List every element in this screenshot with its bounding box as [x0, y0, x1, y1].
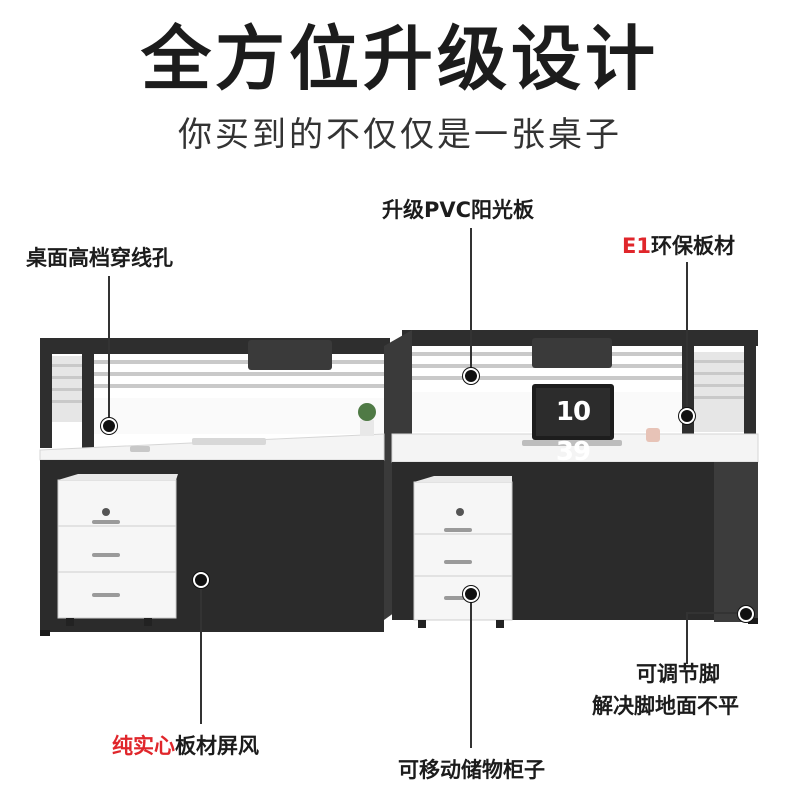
callout-dot-top-left	[101, 418, 117, 434]
callout-bottom-left: 纯实心板材屏风	[112, 732, 259, 760]
callout-bottom-left-rest: 板材屏风	[175, 734, 259, 758]
callout-line-top-center	[470, 228, 472, 374]
callout-line-bottom-right	[686, 612, 688, 664]
callout-bottom-right-line2: 解决脚地面不平	[592, 694, 739, 718]
callout-bottom-left-highlight: 纯实心	[112, 734, 175, 758]
plant	[358, 403, 376, 436]
subheadline: 你买到的不仅仅是一张桌子	[178, 115, 622, 155]
headline: 全方位升级设计	[141, 18, 659, 100]
callout-top-right-highlight: E1	[622, 234, 651, 258]
mug	[646, 428, 660, 442]
callout-bottom-right-line1: 可调节脚	[636, 662, 720, 686]
callout-line-bottom-left	[200, 578, 202, 724]
keyboard	[192, 438, 266, 445]
callout-top-right-rest: 环保板材	[650, 234, 735, 258]
callout-line-bottom-right-hook	[686, 612, 744, 614]
callout-dot-bottom-right	[738, 606, 754, 622]
left-partition	[40, 338, 390, 448]
callout-dot-bottom-left	[193, 572, 209, 588]
callout-dot-top-center	[463, 368, 479, 384]
right-partition	[402, 330, 758, 452]
callout-line-top-left	[108, 276, 110, 424]
laptop	[522, 384, 622, 446]
callout-dot-bottom-center	[463, 586, 479, 602]
callout-top-center: 升级PVC阳光板	[382, 198, 535, 222]
callout-line-top-right	[686, 262, 688, 414]
callout-line-bottom-center	[470, 592, 472, 748]
callout-top-right: E1环保板材	[622, 232, 735, 260]
chair-left	[248, 340, 332, 370]
callout-dot-top-right	[679, 408, 695, 424]
callout-top-left: 桌面高档穿线孔	[26, 246, 173, 270]
laptop-clock: 10 39	[555, 397, 591, 467]
callout-bottom-center: 可移动储物柜子	[398, 758, 545, 782]
pedestal-left	[57, 474, 178, 626]
pedestal-right	[413, 476, 513, 628]
chair-right	[532, 338, 612, 368]
